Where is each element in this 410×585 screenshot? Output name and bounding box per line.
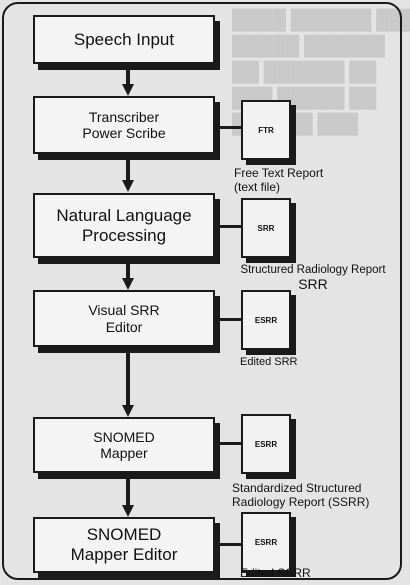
document-tag: ESRR	[254, 537, 278, 547]
step-label: SNOMED	[86, 525, 162, 545]
caption-line: Edited SRR	[240, 356, 298, 368]
step-speech-input: Speech Input	[33, 15, 215, 64]
caption-edited-ssrr: Edited SSRR	[240, 566, 311, 580]
caption-free-text-report: Free Text Report (text file)	[234, 166, 323, 194]
step-label: Natural Language	[56, 205, 192, 225]
diagram-frame	[2, 2, 402, 580]
caption-line: Structured Radiology Report	[240, 264, 386, 276]
step-label: Editor	[105, 318, 143, 335]
document-icon-ftr: FTR	[241, 100, 291, 160]
output-connector	[217, 318, 241, 321]
caption-line: Standardized Structured	[232, 481, 362, 495]
step-label: Processing	[81, 225, 167, 245]
connector-arrowhead	[122, 84, 134, 96]
output-connector	[217, 543, 241, 546]
caption-line: (text file)	[234, 180, 281, 194]
connector-line	[126, 154, 130, 182]
caption-structured-radiology-report: Structured Radiology Report SRR	[228, 263, 398, 291]
document-tag: ESRR	[254, 439, 278, 449]
step-label: Transcriber	[88, 108, 160, 125]
connector-line	[126, 64, 130, 86]
caption-edited-srr: Edited SRR	[240, 355, 297, 369]
document-icon-ssrr: ESRR	[241, 414, 291, 474]
step-label: Power Scribe	[82, 125, 166, 141]
caption-standardized-structured-report: Standardized Structured Radiology Report…	[232, 481, 369, 509]
connector-line	[126, 473, 130, 507]
step-label: Speech Input	[73, 29, 175, 49]
document-tag: ESRR	[254, 315, 278, 325]
caption-line: Edited SSRR	[240, 566, 311, 580]
document-icon-srr: SRR	[241, 198, 291, 258]
output-connector	[217, 442, 241, 445]
step-label: SNOMED	[93, 428, 155, 445]
caption-line: SRR	[298, 276, 328, 292]
connector-arrowhead	[122, 405, 134, 417]
document-tag: SRR	[257, 223, 275, 233]
connector-line	[126, 347, 130, 407]
connector-arrowhead	[122, 505, 134, 517]
connector-arrowhead	[122, 180, 134, 192]
document-tag: FTR	[258, 125, 274, 135]
output-connector	[217, 126, 241, 129]
connector-line	[126, 258, 130, 280]
connector-arrowhead	[122, 278, 134, 290]
step-label: Mapper Editor	[70, 545, 178, 564]
caption-line: Radiology Report (SSRR)	[232, 495, 370, 509]
document-icon-esrr: ESRR	[241, 290, 291, 350]
caption-line: Free Text Report	[234, 166, 324, 180]
step-label: Visual SRR	[88, 302, 160, 319]
output-connector	[217, 225, 241, 228]
document-icon-edited-ssrr: ESRR	[241, 512, 291, 572]
step-label: Mapper	[100, 445, 148, 461]
